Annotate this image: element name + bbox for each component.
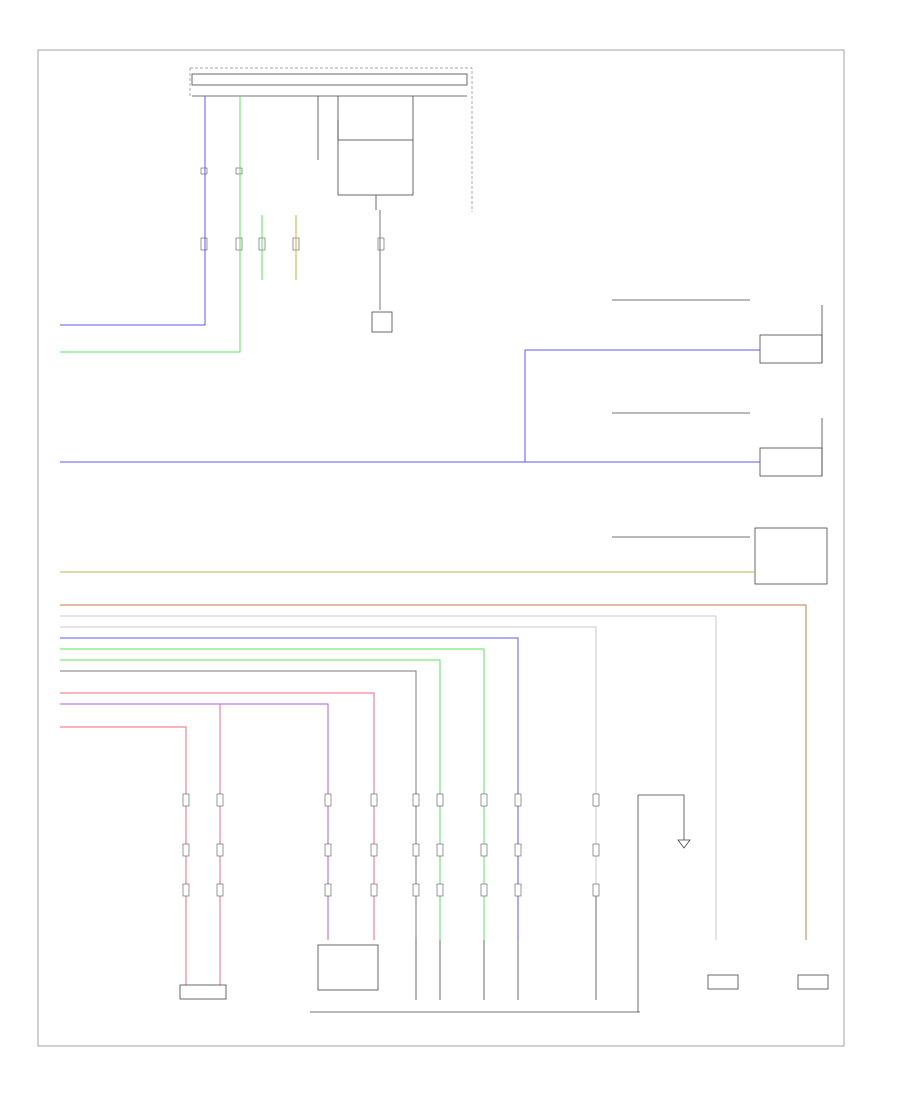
inline-connector (370, 843, 378, 857)
inline-connector (182, 793, 190, 807)
trunk-switch (612, 527, 828, 585)
wire-top-blue (60, 96, 206, 326)
inline-connector (324, 793, 332, 807)
inline-connector (480, 883, 488, 897)
inline-connector (182, 883, 190, 897)
inline-connector (412, 883, 420, 897)
wire-bus-light (60, 615, 717, 940)
inline-connector (592, 883, 600, 897)
inline-connector (216, 843, 224, 857)
inline-connector (436, 843, 444, 857)
inline-connector (592, 793, 600, 807)
top-module (189, 67, 473, 212)
rear-left-switch (612, 412, 823, 477)
inline-connector (514, 843, 522, 857)
inline-connector (480, 843, 488, 857)
top-connectors (200, 167, 385, 251)
wire-bus-purple (60, 703, 329, 940)
inline-connector (182, 843, 190, 857)
inline-connector (436, 793, 444, 807)
diagram-frame (37, 49, 845, 1047)
inline-connector (324, 843, 332, 857)
wire-bus-red-3 (60, 726, 187, 985)
inline-connector (514, 793, 522, 807)
inline-connector (436, 883, 444, 897)
wire-bus-gray-2 (60, 670, 417, 940)
wire-bus-green (60, 648, 485, 940)
inline-connector (412, 793, 420, 807)
lock-motor-box (317, 944, 379, 991)
inline-connectors (182, 793, 600, 897)
inline-connector (370, 793, 378, 807)
right-actuators (707, 974, 829, 990)
lock-assembly-switches (415, 794, 691, 1012)
wire-bus-red (60, 692, 375, 940)
wire-bus-green-2 (60, 659, 441, 940)
relay-box (337, 139, 414, 196)
inline-connector (592, 843, 600, 857)
inline-connector (324, 883, 332, 897)
inline-connector (216, 793, 224, 807)
relay-ground-box (371, 311, 393, 333)
inline-connector (216, 883, 224, 897)
rear-right-switch (612, 299, 823, 364)
inline-connector (514, 883, 522, 897)
wire-bus-blue (60, 637, 519, 940)
wire-bus-gray (60, 604, 807, 940)
wire-rear-right (524, 349, 760, 462)
wire-top-green (60, 96, 241, 353)
inline-connector (480, 793, 488, 807)
left-motor (179, 984, 227, 1000)
inline-connector (370, 883, 378, 897)
inline-connector (412, 843, 420, 857)
